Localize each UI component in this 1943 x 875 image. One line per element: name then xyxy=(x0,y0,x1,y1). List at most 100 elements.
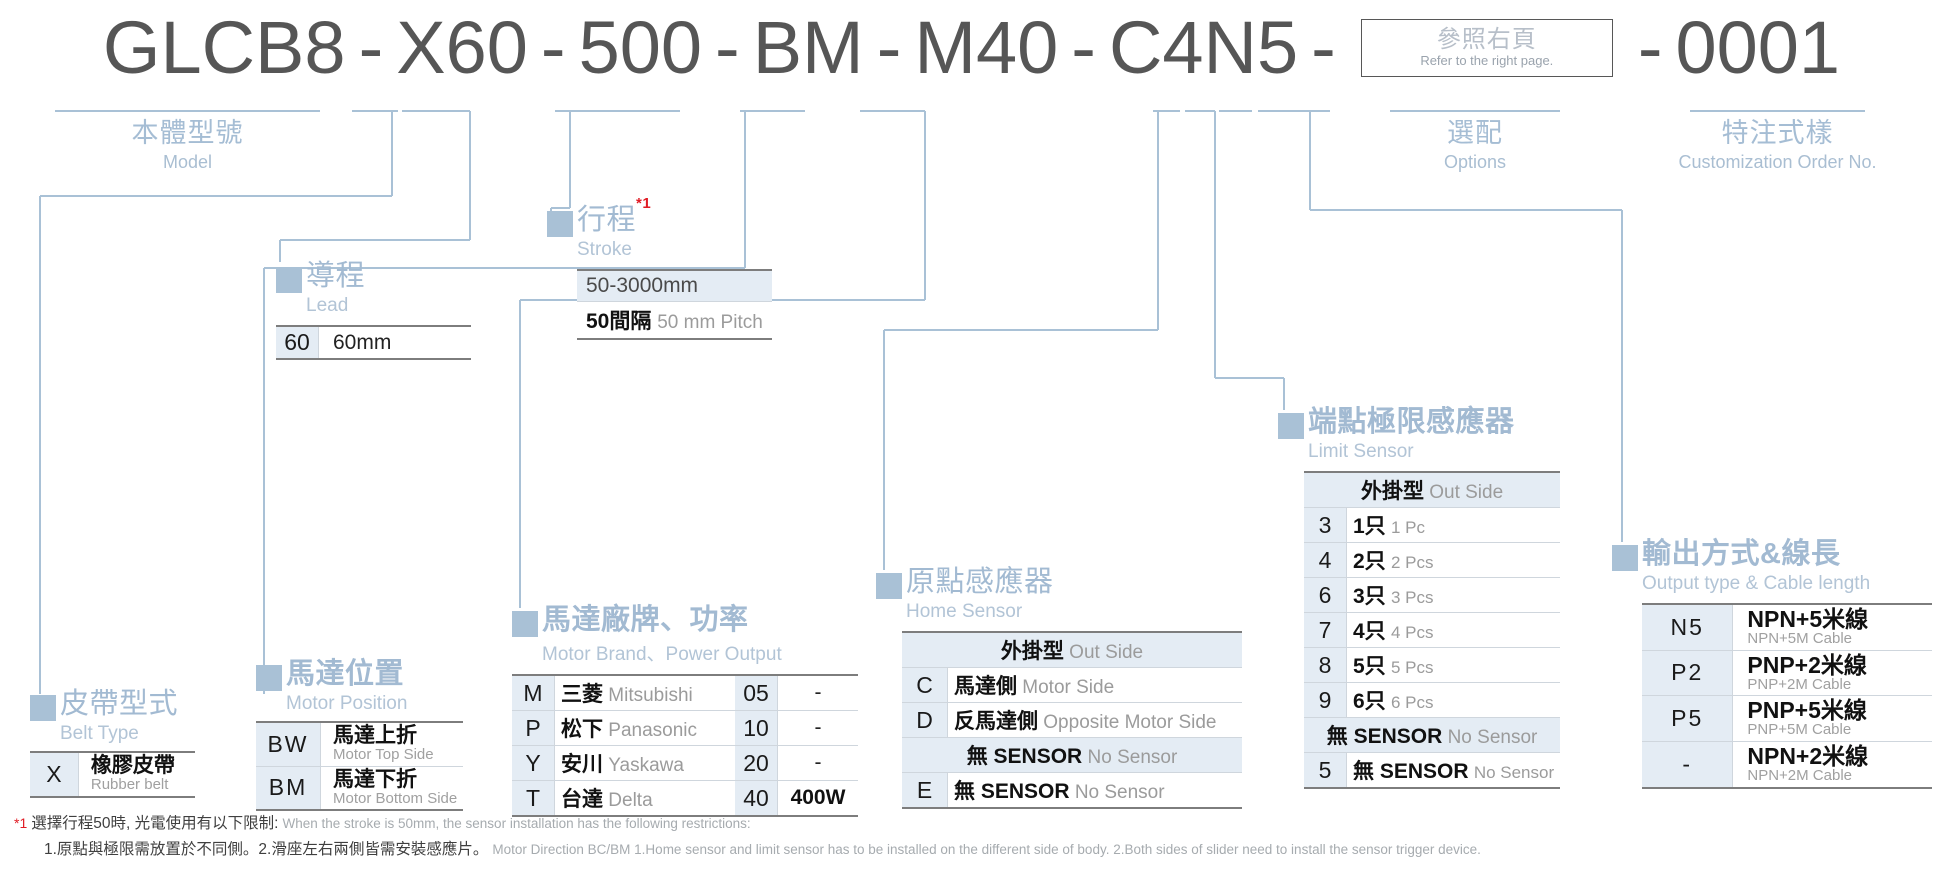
section-output-cable-title-zh: 輸出方式&線長 xyxy=(1642,538,1841,570)
lead-value-cell: 60mm xyxy=(318,325,472,360)
stroke-table: 50-3000mm 50間隔 50 mm Pitch xyxy=(577,269,772,340)
table-row[interactable]: N5 NPN+5米線 NPN+5M Cable xyxy=(1642,602,1932,651)
section-stroke: 行程*1 Stroke 50-3000mm 50間隔 50 mm Pitch xyxy=(547,195,772,340)
footnote-line-1-en: When the stroke is 50mm, the sensor inst… xyxy=(282,816,751,831)
table-row[interactable]: 8 5只 5 Pcs xyxy=(1304,647,1561,683)
bullet-square-icon xyxy=(547,211,573,237)
limit-value-cell: 無 SENSOR No Sensor xyxy=(1346,752,1561,789)
output-value-cell: PNP+2米線 PNP+2M Cable xyxy=(1732,650,1932,697)
limit-band-outside: 外掛型 Out Side xyxy=(1304,471,1561,508)
caption-model-zh: 本體型號 xyxy=(131,118,244,148)
output-code-cell: P2 xyxy=(1642,650,1734,697)
motor-position-value-cell: 馬達上折 Motor Top Side xyxy=(320,720,464,767)
table-row[interactable]: E 無 SENSOR No Sensor xyxy=(902,772,1242,809)
output-value-cell: NPN+2米線 NPN+2M Cable xyxy=(1732,741,1932,789)
table-band-header-row: 無 SENSOR No Sensor xyxy=(1304,717,1561,753)
table-row[interactable]: 5 無 SENSOR No Sensor xyxy=(1304,752,1561,789)
model-number-row: GLCB8 - X60 - 500 - BM - M40 - C4N5 - 參照… xyxy=(0,0,1943,96)
motor-brand-value-cell: 安川 Yaskawa xyxy=(554,745,735,781)
table-row[interactable]: BM 馬達下折 Motor Bottom Side xyxy=(256,766,464,812)
belt-type-table: X 橡膠皮帶 Rubber belt xyxy=(30,751,195,798)
table-row[interactable]: 9 6只 6 Pcs xyxy=(1304,682,1561,718)
section-home-sensor-title-en: Home Sensor xyxy=(906,601,1023,622)
limit-value-cell: 1只 1 Pc xyxy=(1346,507,1561,543)
model-segment-body: GLCB8 xyxy=(102,6,346,89)
home-band-outside: 外掛型 Out Side xyxy=(902,631,1242,668)
options-reference-en: Refer to the right page. xyxy=(1420,52,1554,68)
home-value-cell: 反馬達側 Opposite Motor Side xyxy=(947,702,1242,738)
motor-power-code-cell: 10 xyxy=(735,710,778,746)
table-row[interactable]: - NPN+2米線 NPN+2M Cable xyxy=(1642,741,1932,789)
table-row[interactable]: 50間隔 50 mm Pitch xyxy=(577,301,772,340)
footnote-line-2: 1.原點與極限需放置於不同側。2.滑座左右兩側皆需安裝感應片。 Motor Di… xyxy=(44,838,1481,862)
bullet-square-icon xyxy=(512,611,538,637)
output-code-cell: N5 xyxy=(1642,602,1734,651)
motor-power-code-cell: 05 xyxy=(735,674,778,711)
limit-code-cell: 4 xyxy=(1304,542,1347,578)
limit-code-cell: 6 xyxy=(1304,577,1347,613)
table-row[interactable]: P 松下 Panasonic 10 - xyxy=(512,710,858,746)
output-cable-table: N5 NPN+5米線 NPN+5M Cable P2 PNP+2米線 PNP+2… xyxy=(1642,602,1932,789)
table-band-header-row: 外掛型 Out Side xyxy=(1304,471,1561,508)
table-row[interactable]: T 台達 Delta 40 400W xyxy=(512,780,858,817)
model-segment-motor-position: BM xyxy=(752,6,864,89)
section-stroke-title-zh: 行程*1 xyxy=(577,195,652,236)
output-code-cell: - xyxy=(1642,741,1734,789)
model-segment-sensors: C4N5 xyxy=(1108,6,1299,89)
table-row[interactable]: P5 PNP+5米線 PNP+5M Cable xyxy=(1642,695,1932,742)
section-belt-type-title-zh: 皮帶型式 xyxy=(60,688,179,720)
footnote-line-2-en: Motor Direction BC/BM 1.Home sensor and … xyxy=(492,842,1481,857)
motor-brand-table: M 三菱 Mitsubishi 05 - P 松下 Panasonic 10 -… xyxy=(512,674,858,817)
section-output-cable-title-en: Output type & Cable length xyxy=(1642,573,1871,594)
options-reference-box[interactable]: 參照右頁 Refer to the right page. xyxy=(1360,19,1613,77)
model-separator: - xyxy=(876,6,902,89)
model-separator: - xyxy=(1311,6,1336,89)
section-output-cable: 輸出方式&線長 Output type & Cable length N5 NP… xyxy=(1612,540,1932,789)
table-row[interactable]: 50-3000mm xyxy=(577,269,772,302)
section-home-sensor: 原點感應器 Home Sensor 外掛型 Out Side C 馬達側 Mot… xyxy=(876,568,1242,809)
caption-customization-zh: 特注式樣 xyxy=(1721,118,1834,148)
stroke-pitch-cell: 50間隔 50 mm Pitch xyxy=(577,301,772,340)
model-separator: - xyxy=(715,6,740,89)
footnote-ref-icon: *1 xyxy=(636,195,652,213)
motor-power-value-cell: - xyxy=(777,674,858,711)
motor-position-code-cell: BW xyxy=(256,720,321,767)
section-motor-brand-title-zh: 馬達廠牌、功率 xyxy=(542,604,749,636)
table-row[interactable]: 4 2只 2 Pcs xyxy=(1304,542,1561,578)
footnote-line-2-zh: 1.原點與極限需放置於不同側。2.滑座左右兩側皆需安裝感應片。 xyxy=(44,841,489,858)
table-row[interactable]: 6 3只 3 Pcs xyxy=(1304,577,1561,613)
limit-band-nosensor: 無 SENSOR No Sensor xyxy=(1304,717,1561,753)
caption-options-zh: 選配 xyxy=(1447,118,1503,148)
table-row[interactable]: D 反馬達側 Opposite Motor Side xyxy=(902,702,1242,738)
section-belt-type-title-en: Belt Type xyxy=(60,723,139,744)
motor-brand-value-cell: 松下 Panasonic xyxy=(554,710,735,746)
motor-power-code-cell: 40 xyxy=(735,780,778,817)
model-separator: - xyxy=(1071,6,1096,89)
table-row[interactable]: BW 馬達上折 Motor Top Side xyxy=(256,720,464,767)
bullet-square-icon xyxy=(1612,545,1638,571)
options-reference-zh: 參照右頁 xyxy=(1436,26,1537,54)
home-code-cell: E xyxy=(902,772,948,809)
motor-power-value-cell: - xyxy=(777,710,858,746)
motor-brand-code-cell: Y xyxy=(512,745,555,781)
limit-code-cell: 7 xyxy=(1304,612,1347,648)
section-limit-sensor: 端點極限感應器 Limit Sensor 外掛型 Out Side 3 1只 1… xyxy=(1278,408,1561,789)
table-row[interactable]: X 橡膠皮帶 Rubber belt xyxy=(30,751,195,798)
table-row[interactable]: P2 PNP+2米線 PNP+2M Cable xyxy=(1642,650,1932,697)
table-row[interactable]: 60 60mm xyxy=(276,325,472,360)
motor-brand-code-cell: M xyxy=(512,674,555,711)
table-row[interactable]: M 三菱 Mitsubishi 05 - xyxy=(512,674,858,711)
table-row[interactable]: 7 4只 4 Pcs xyxy=(1304,612,1561,648)
limit-value-cell: 5只 5 Pcs xyxy=(1346,647,1561,683)
caption-customization-en: Customization Order No. xyxy=(1678,152,1877,173)
home-band-nosensor: 無 SENSOR No Sensor xyxy=(902,737,1242,773)
table-row[interactable]: Y 安川 Yaskawa 20 - xyxy=(512,745,858,781)
model-segment-motor-brand: M40 xyxy=(914,6,1059,89)
section-stroke-title-en: Stroke xyxy=(577,239,632,260)
home-value-cell: 馬達側 Motor Side xyxy=(947,667,1242,703)
section-lead-title-en: Lead xyxy=(306,295,349,316)
table-row[interactable]: 3 1只 1 Pc xyxy=(1304,507,1561,543)
table-row[interactable]: C 馬達側 Motor Side xyxy=(902,667,1242,703)
section-motor-brand-title-en: Motor Brand、Power Output xyxy=(542,644,782,665)
